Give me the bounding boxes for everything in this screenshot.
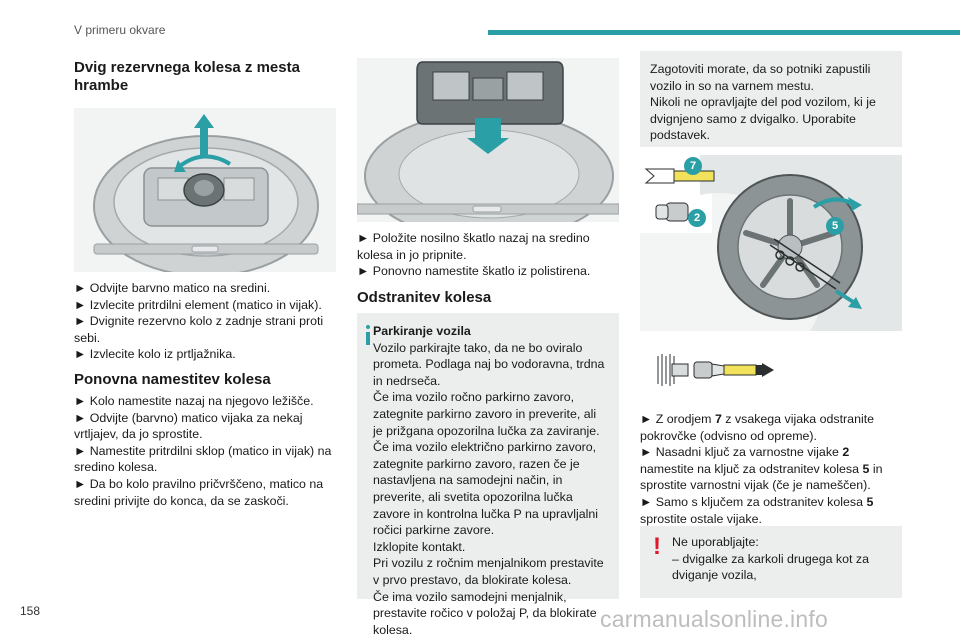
note-line: Če ima vozilo električno parkirno zavoro…	[373, 440, 598, 538]
step-item: ► Izvlecite kolo iz prtljažnika.	[74, 347, 236, 362]
steps-lift-spare: ► Odvijte barvno matico na sredini. ► Iz…	[74, 280, 336, 363]
step-item: ► Odvijte barvno matico na sredini.	[74, 281, 271, 295]
heading-lift-spare: Dvig rezervnega kolesa z mesta hrambe	[74, 59, 300, 94]
callout-7: 7	[684, 157, 702, 175]
step-item: ► Samo s ključem za odstranitev kolesa 5…	[640, 494, 874, 526]
note-line: Če ima vozilo samodejni menjalnik, prest…	[373, 589, 597, 637]
callout-2: 2	[688, 209, 706, 227]
step-item: ► Z orodjem 7 z vsakega vijaka odstranit…	[640, 412, 875, 443]
warning-item: – dvigalke za karkoli drugega kot za dvi…	[672, 551, 869, 583]
steps-refit-box: ► Položite nosilno škatlo nazaj na sredi…	[357, 230, 619, 280]
note-parking: Parkiranje vozila Vozilo parkirajte tako…	[357, 313, 619, 637]
step-item: ► Dvignite rezervno kolo z zadnje strani…	[74, 314, 324, 345]
page-number: 158	[20, 604, 41, 618]
step-item: ► Namestite pritrdilni sklop (matico in …	[74, 443, 332, 475]
note-title: Parkiranje vozila	[373, 324, 471, 338]
note-line: Pri vozilu z ročnim menjalnikom prestavi…	[373, 556, 604, 587]
illustration-remove-wheel-bolts: 7 2 5	[640, 155, 902, 331]
safety-text: Zagotoviti morate, da so potniki zapusti…	[650, 62, 876, 143]
step-item: ► Nasadni ključ za varnostne vijake 2 na…	[640, 445, 883, 493]
heading-remove-wheel: Odstranitev kolesa	[357, 289, 492, 306]
step-item: ► Ponovno namestite škatlo iz polistiren…	[357, 264, 591, 279]
step-item: ► Kolo namestite nazaj na njegovo ležišč…	[74, 394, 314, 408]
illustration-storage-box-refit	[357, 58, 619, 222]
note-line: Vozilo parkirajte tako, da ne bo oviralo…	[373, 340, 605, 388]
step-item: ► Da bo kolo pravilno pričvrščeno, matic…	[74, 476, 324, 508]
step-item: ► Odvijte (barvno) matico vijaka za neka…	[74, 410, 303, 442]
steps-refit-wheel: ► Kolo namestite nazaj na njegovo ležišč…	[74, 393, 336, 509]
step-item: ► Položite nosilno škatlo nazaj na sredi…	[357, 231, 590, 262]
illustration-spare-wheel-storage	[74, 108, 336, 272]
illustration-socket-adapter	[650, 350, 780, 390]
warning-box: ! Ne uporabljajte: – dvigalke za karkoli…	[640, 526, 902, 598]
heading-refit-wheel: Ponovna namestitev kolesa	[74, 371, 271, 388]
steps-remove-wheel: ► Z orodjem 7 z vsakega vijaka odstranit…	[640, 411, 902, 527]
header-accent-bar	[488, 30, 960, 35]
note-safety: Zagotoviti morate, da so potniki zapusti…	[640, 51, 902, 147]
callout-5: 5	[826, 217, 844, 235]
note-line: Če ima vozilo ročno parkirno zavoro, zat…	[373, 390, 600, 438]
step-item: ► Izvlecite pritrdilni element (matico i…	[74, 297, 322, 312]
warning-icon: !	[653, 533, 661, 560]
note-line: Izklopite kontakt.	[373, 539, 466, 554]
section-title: V primeru okvare	[74, 23, 166, 37]
info-icon	[366, 325, 370, 345]
watermark: carmanualsonline.info	[600, 606, 828, 632]
warning-title: Ne uporabljajte:	[672, 535, 759, 549]
